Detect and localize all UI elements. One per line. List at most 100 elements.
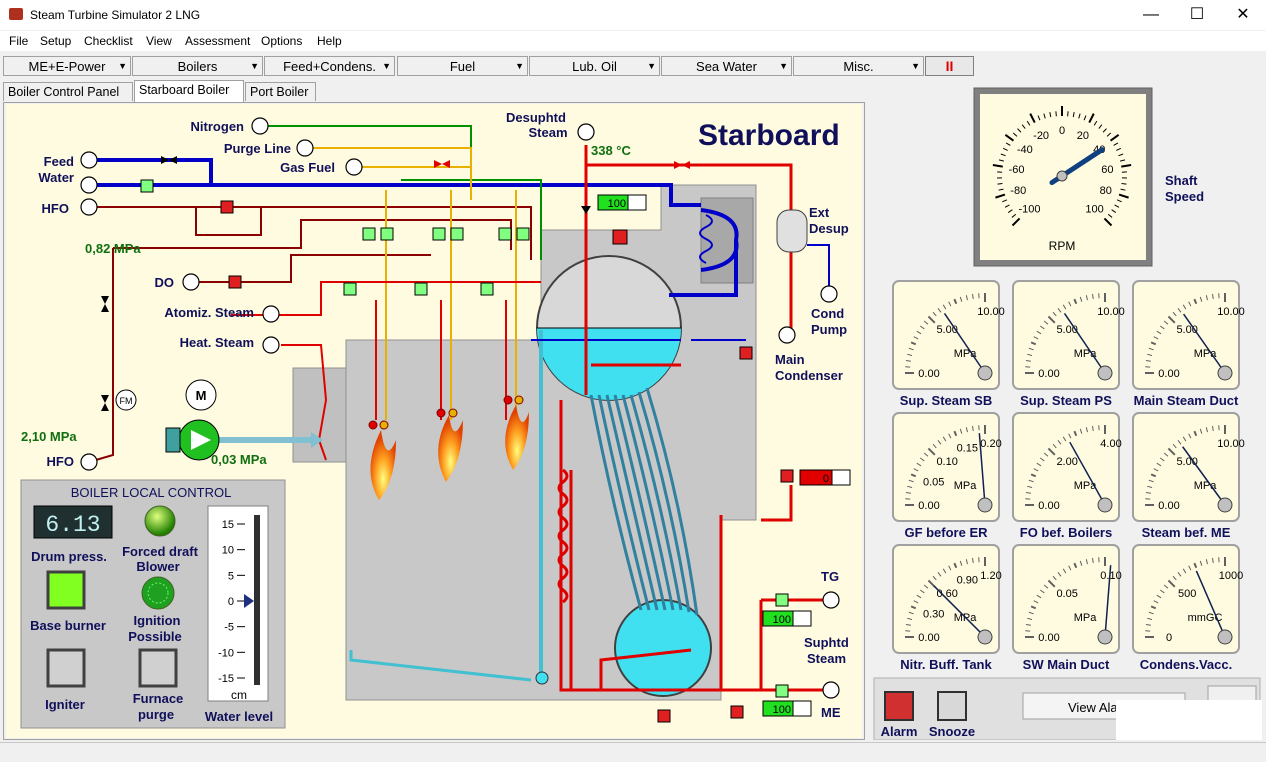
gauge-tick-label: 10.00 [1217, 438, 1245, 450]
dropdown-me-epower[interactable]: ME+E-Power▼ [3, 56, 131, 76]
shaft-speed-tick-label: 20 [1077, 130, 1089, 142]
tab-starboard-boiler[interactable]: Starboard Boiler [134, 80, 244, 102]
water-level-tick-label: 10 [222, 545, 234, 557]
gauge-tick-label: 0.00 [1038, 368, 1059, 380]
desup-valve-value: 100 [608, 198, 626, 210]
gauge-label: GF before ER [904, 525, 988, 540]
menu-file[interactable]: File [9, 34, 28, 48]
app-icon [9, 8, 23, 20]
dropdown-sea-water[interactable]: Sea Water▼ [661, 56, 792, 76]
gauge-hub [978, 498, 992, 512]
menu-help[interactable]: Help [317, 34, 342, 48]
minimize-button[interactable]: — [1128, 0, 1174, 30]
tab-port-boiler[interactable]: Port Boiler [245, 82, 316, 101]
menu-setup[interactable]: Setup [40, 34, 71, 48]
ext-stepper[interactable] [832, 470, 850, 485]
furnace-purge-label-1: Furnace [133, 691, 184, 706]
gauge-tick-label: 0.20 [980, 438, 1001, 450]
chevron-down-icon: ▼ [382, 57, 391, 76]
shaft-speed-tick-label: -60 [1009, 164, 1025, 176]
view-alarms-label: View Ala [1068, 700, 1118, 715]
label-purge-line: Purge Line [224, 141, 291, 156]
snooze-button[interactable] [938, 692, 966, 720]
dropdown-misc[interactable]: Misc.▼ [793, 56, 924, 76]
chevron-down-icon: ▼ [779, 57, 788, 76]
gauge-tick-label: 0.00 [918, 632, 939, 644]
gauge-tick-label: 1000 [1219, 570, 1243, 582]
gauge-label: Main Steam Duct [1134, 393, 1239, 408]
ignition-label-1: Ignition [134, 613, 181, 628]
tg-stepper[interactable] [793, 611, 811, 626]
gauge-hub [1218, 630, 1232, 644]
gauge-nitr-buff-tank: 0.000.300.600.901.20MPaNitr. Buff. Tank [893, 545, 1002, 672]
gauge-tick-label: 1.20 [980, 570, 1001, 582]
tg-valve-value: 100 [773, 614, 791, 626]
gauge-tick-label: 10.00 [977, 306, 1005, 318]
gauge-unit: MPa [1074, 612, 1098, 624]
gauge-tick-label: 0.90 [957, 575, 978, 587]
label-feed-water-2: Water [38, 170, 74, 185]
label-suphtd-steam-2: Steam [807, 651, 846, 666]
dropdown-lub-oil[interactable]: Lub. Oil▼ [529, 56, 660, 76]
gauge-tick-label: 0.00 [1038, 632, 1059, 644]
close-button[interactable]: ✕ [1220, 0, 1266, 30]
gauge-tick-label: 10.00 [1097, 306, 1125, 318]
gauge-tick-label: 2.00 [1056, 456, 1077, 468]
label-do: DO [155, 275, 175, 290]
tab-boiler-control-panel[interactable]: Boiler Control Panel [3, 82, 133, 101]
alarm-button[interactable] [885, 692, 913, 720]
label-atomiz-steam: Atomiz. Steam [164, 305, 254, 320]
maximize-button[interactable]: ☐ [1174, 0, 1220, 30]
dropdown-feed-condens[interactable]: Feed+Condens. ▼ [264, 56, 395, 76]
pause-button[interactable]: II [925, 56, 974, 76]
label-main-condenser-2: Condenser [775, 368, 843, 383]
dropdown-label: Feed+Condens. [283, 59, 376, 74]
water-level-unit: cm [231, 688, 247, 702]
occlusion [1116, 700, 1262, 740]
dropdown-label: Fuel [450, 59, 475, 74]
local-control-title: BOILER LOCAL CONTROL [71, 485, 232, 500]
label-hfo: HFO [42, 201, 69, 216]
menu-assessment[interactable]: Assessment [185, 34, 250, 48]
igniter-button[interactable] [48, 650, 84, 686]
furnace-purge-button[interactable] [140, 650, 176, 686]
label-desuphtd-steam-2: Steam [528, 125, 567, 140]
gauge-tick-label: 500 [1178, 588, 1196, 600]
chevron-down-icon: ▼ [250, 57, 259, 76]
me-stepper[interactable] [793, 701, 811, 716]
gauge-panel: -100-80-60-40-20020406080100 RPM Shaft S… [870, 84, 1262, 740]
desup-stepper[interactable] [628, 195, 646, 210]
menu-checklist[interactable]: Checklist [84, 34, 133, 48]
gauge-label: FO bef. Boilers [1020, 525, 1112, 540]
ext-desup-vessel [777, 210, 807, 252]
gauge-unit: MPa [1194, 348, 1218, 360]
gauge-tick-label: 5.00 [936, 324, 957, 336]
gauge-tick-label: 0.05 [923, 476, 944, 488]
gauge-unit: MPa [954, 480, 978, 492]
gauge-label: Sup. Steam PS [1020, 393, 1112, 408]
dropdown-boilers[interactable]: Boilers▼ [132, 56, 263, 76]
menu-bar: File Setup Checklist View Assessment Opt… [0, 31, 1266, 51]
menu-view[interactable]: View [146, 34, 172, 48]
gauge-hub [1098, 366, 1112, 380]
pressure-readout-2: 2,10 MPa [21, 429, 77, 444]
gauge-label: Condens.Vacc. [1140, 657, 1232, 672]
gauge-tick-label: 0.10 [1100, 570, 1121, 582]
ext-valve-value: 0 [823, 473, 829, 485]
dropdown-fuel[interactable]: Fuel▼ [397, 56, 528, 76]
water-level-tick-label: -10 [218, 647, 234, 659]
diagram-heading: Starboard [698, 119, 840, 152]
gauge-label: SW Main Duct [1023, 657, 1110, 672]
base-burner-button[interactable] [48, 572, 84, 608]
menu-options[interactable]: Options [261, 34, 302, 48]
water-level-tick-label: 5 [228, 570, 234, 582]
gauge-label: Steam bef. ME [1142, 525, 1231, 540]
shaft-speed-tick-label: -20 [1033, 130, 1049, 142]
forced-draft-label-2: Blower [136, 559, 179, 574]
gauge-label: Sup. Steam SB [900, 393, 992, 408]
